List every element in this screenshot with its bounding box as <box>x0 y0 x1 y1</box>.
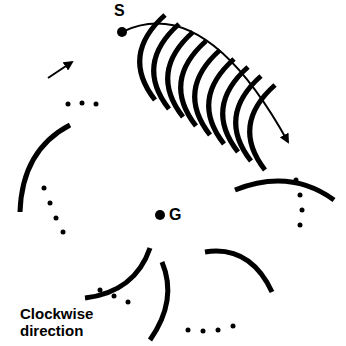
rotation-arrow <box>122 24 288 142</box>
galaxy-center-dot <box>155 210 165 220</box>
direction-note: Clockwise direction <box>20 306 102 339</box>
density-arcs <box>20 15 334 340</box>
star-label: S <box>114 2 125 20</box>
center-label: G <box>169 206 181 224</box>
rotation-arrow <box>48 62 72 78</box>
star-s-dot <box>117 27 127 37</box>
star-dots <box>42 101 305 334</box>
